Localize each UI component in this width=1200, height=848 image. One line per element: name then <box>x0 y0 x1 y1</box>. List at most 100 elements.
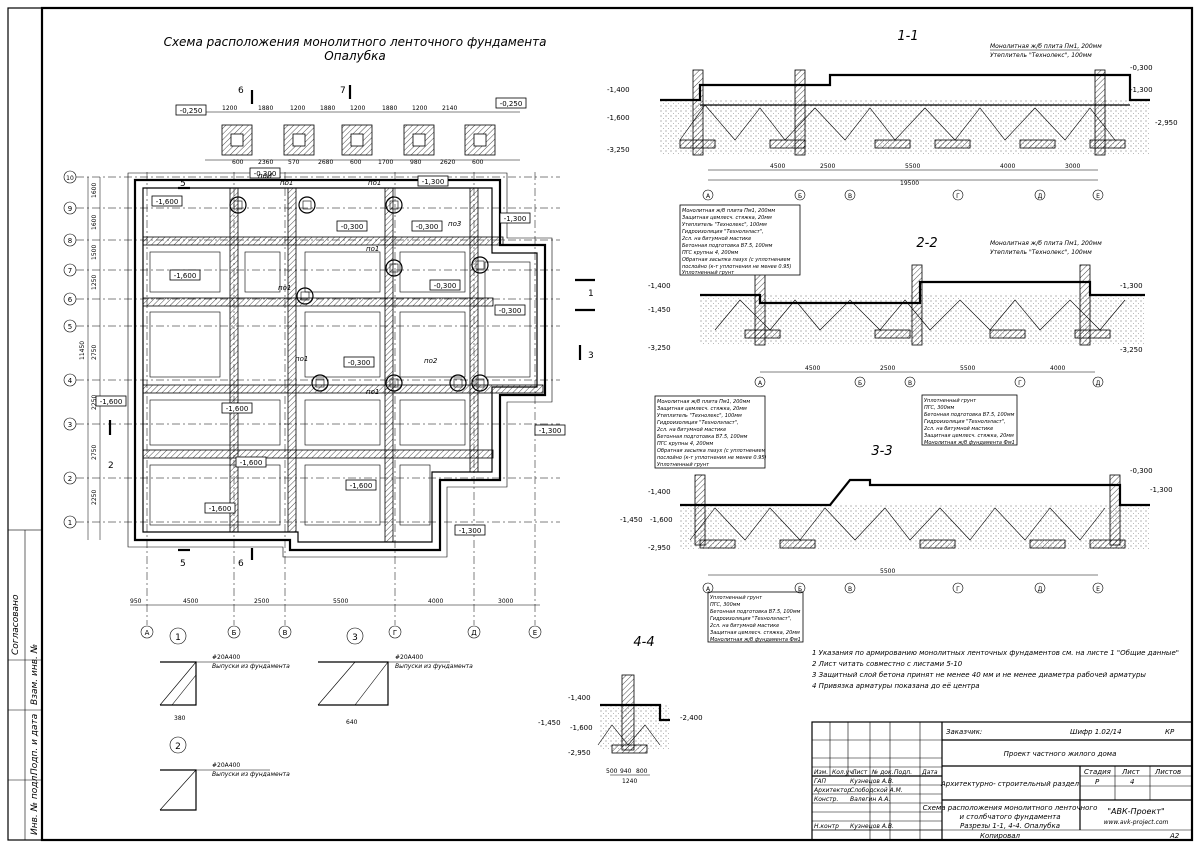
side-stamp-inv: Инв. № подл. <box>30 773 40 835</box>
s44-level-0: -1,400 <box>568 694 591 702</box>
s33-axis-3: Г <box>956 586 960 593</box>
general-notes: 1 Указания по армированию монолитных лен… <box>812 649 1179 690</box>
stamp-col-1: Кол.уч. <box>832 769 855 776</box>
s33-layer-legend-mid: Уплотненный грунт ПГС, 300мм Бетонная по… <box>707 591 804 643</box>
side-stamp-sign: Подп. и дата <box>30 714 40 775</box>
s22-dim-0: 4500 <box>805 365 820 372</box>
left-dim-4: 2750 <box>91 345 98 360</box>
left-dim-chain: 1600 1600 1500 1250 2750 2250 2750 2250 … <box>79 177 101 540</box>
s33-layer-m0: Уплотненный грунт <box>710 595 763 601</box>
axis-5: 5 <box>68 323 72 331</box>
detail-2: 2 #20А400 Выпуски из фундамента <box>159 736 290 811</box>
detail-1-rebar: #20А400 <box>212 654 240 661</box>
s22-level-2: -3,250 <box>648 344 671 352</box>
s22-level-3: -1,300 <box>1120 282 1143 290</box>
s22-layer-4: 2сл. на битумной мастике <box>682 236 751 242</box>
detail-1-dim: 380 <box>174 715 186 722</box>
left-dim-1: 1600 <box>91 215 98 230</box>
s11-level-4: -1,300 <box>1130 86 1153 94</box>
cut-6-top: 6 <box>238 86 244 96</box>
s44-dim-0: 500 <box>606 768 618 775</box>
s33-layer-l5: Бетонная подготовка В7.5, 100мм <box>657 434 748 440</box>
left-dim-5: 2250 <box>91 395 98 410</box>
s44-dim-3: 1240 <box>622 778 637 785</box>
detail-2-label: 2 <box>175 742 181 752</box>
stamp-role-1: Архитектор <box>813 787 851 794</box>
mark-4: по1 <box>366 245 379 253</box>
axis-g: Г <box>393 629 397 637</box>
cut-6-bottom: 6 <box>238 559 244 569</box>
top-dim2-4: 600 <box>350 159 362 166</box>
top-dim2-0: 600 <box>232 159 244 166</box>
top-dim2-3: 2680 <box>318 159 333 166</box>
s33-layer-l3: Гидроизоляция "Технолэласт", <box>657 420 739 426</box>
bottom-dim-chain: 950 4500 2500 5500 4000 3000 <box>130 598 540 606</box>
bottom-dim-3: 5500 <box>333 598 348 605</box>
detail-3: 3 #20А400 Выпуски из фундамента 640 <box>317 627 473 726</box>
left-dim-3: 1250 <box>91 275 98 290</box>
s22-dim-3: 4000 <box>1050 365 1065 372</box>
level-0: -0,250 <box>180 107 203 115</box>
s11-axis-0: А <box>706 193 711 200</box>
s11-dim-3: 4000 <box>1000 163 1015 170</box>
top-dim-5: 1880 <box>382 105 397 112</box>
s11-dim-0: 4500 <box>770 163 785 170</box>
s22-layer-8: послойно (к-т уплотнения не менее 0.95) <box>682 264 792 270</box>
top-dim2-2: 570 <box>288 159 300 166</box>
s22-note-1: Утеплитель "Технолекс", 100мм <box>990 249 1092 256</box>
s11-dim-4: 3000 <box>1065 163 1080 170</box>
s33-layer-l4: 2сл. на битумной мастике <box>657 427 726 433</box>
s44-dim-1: 940 <box>620 768 632 775</box>
s11-level-1: -1,600 <box>607 114 630 122</box>
s11-axis-3: Г <box>956 193 960 200</box>
s11-axis-1: Б <box>798 193 802 200</box>
s22-title: 2-2 <box>916 236 937 251</box>
s44-level-4: -2,400 <box>680 714 703 722</box>
stamp-role-5: Н.контр <box>814 823 839 830</box>
axis-b: Б <box>232 629 237 637</box>
s33-level-1: -1,450 <box>620 516 643 524</box>
s33-layer-m5: Защитная цемлесч. стяжка, 20мм <box>710 630 800 636</box>
s33-layer-m1: ПГС, 300мм <box>710 602 741 608</box>
s33-layer-legend-right: Уплотненный грунт ПГС, 300мм Бетонная по… <box>921 394 1018 446</box>
s33-layer-m2: Бетонная подготовка В7.5, 100мм <box>710 609 801 615</box>
section-4-4: 4-4 -1,400 -1,450 -1,600 -2,950 -2,400 5… <box>538 635 703 785</box>
s33-layer-m3: Гидроизоляция "Технолэласт", <box>710 616 792 622</box>
axis-7: 7 <box>68 267 72 275</box>
s22-layer-7: Обратная засыпка пазух (с уплотнением <box>682 257 791 263</box>
stamp-stage: Р <box>1095 778 1100 786</box>
s22-layer-5: Бетонная подготовка В7.5, 100мм <box>682 243 773 249</box>
stamp-col-4: Подп. <box>894 769 912 776</box>
s11-level-3: -0,300 <box>1130 64 1153 72</box>
s33-layer-legend-left: Монолитная ж/б плита Пм1, 200мм Защитная… <box>654 395 767 469</box>
top-dim-7: 2140 <box>442 105 457 112</box>
s33-title: 3-3 <box>871 444 892 459</box>
axis-10: 10 <box>66 175 74 182</box>
level-12: -1,600 <box>226 405 249 413</box>
s33-layer-m6: Монолитная ж/б фундамента Фм1 <box>710 637 801 643</box>
section-cuts: 6 7 5 1 3 5 6 2 <box>108 85 595 569</box>
top-dim-3: 1880 <box>320 105 335 112</box>
side-stamp-agreed: Согласовано <box>11 594 21 655</box>
s33-layer-r4: 2сл. на битумной мастике <box>924 426 993 432</box>
stamp-company: "АВК-Проект" <box>1107 807 1164 816</box>
detail-3-dim: 640 <box>346 719 358 726</box>
detail-3-rebar: #20А400 <box>395 654 423 661</box>
level-11: -1,600 <box>100 398 123 406</box>
axis-3: 3 <box>68 421 72 429</box>
axis-v: В <box>283 629 288 637</box>
left-dim-6: 2750 <box>91 445 98 460</box>
stamp-sheet-label: Лист <box>1121 768 1141 776</box>
top-dim-4: 1200 <box>350 105 365 112</box>
s33-layer-l8: послойно (к-т уплотнения не менее 0.95) <box>657 455 767 461</box>
stamp-role-0: ГАП <box>814 778 826 785</box>
section-3-3: 3-3 Монолитная ж/б плита Пм1, 200мм Защи… <box>620 394 1173 643</box>
s44-title: 4-4 <box>633 635 654 650</box>
top-dim-1: 1880 <box>258 105 273 112</box>
axis-a: А <box>145 629 150 637</box>
level-1: -0,250 <box>500 100 523 108</box>
s33-axis-1: Б <box>798 586 802 593</box>
section-2-2: 2-2 Монолитная ж/б плита Пм1, 200мм Защи… <box>648 204 1145 388</box>
s11-dim-1: 2500 <box>820 163 835 170</box>
title-block: Изм. Кол.уч. Лист № док. Подп. Дата ГАП … <box>811 721 1193 841</box>
